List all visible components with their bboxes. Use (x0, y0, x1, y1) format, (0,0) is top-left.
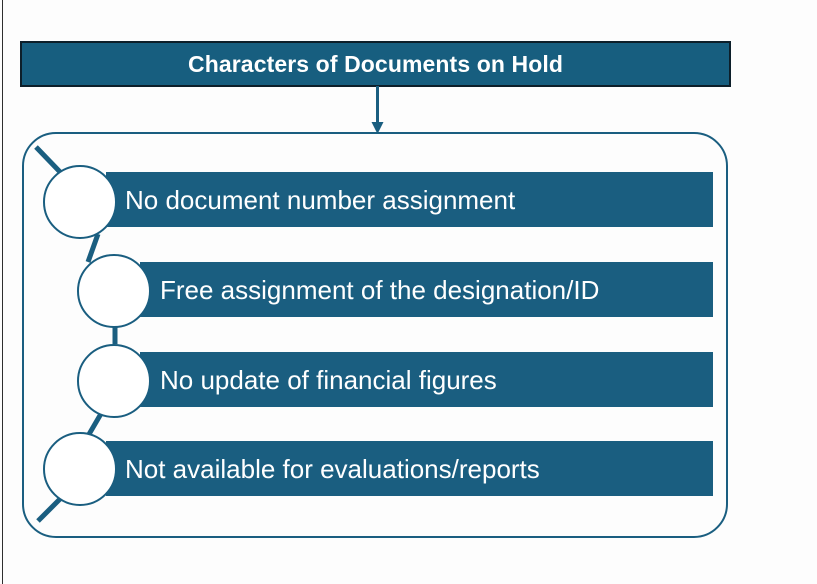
list-item-label: No update of financial figures (160, 364, 497, 395)
page-edge-line (2, 0, 3, 584)
page-title: Characters of Documents on Hold (188, 50, 563, 77)
list-item-label: No document number assignment (125, 184, 516, 215)
rounded-group-container (22, 132, 728, 538)
diagram-title-banner[interactable]: Characters of Documents on Hold (20, 41, 731, 87)
down-arrow-icon (371, 86, 384, 134)
list-item-bullet-3[interactable] (77, 344, 151, 418)
list-item-label: Free assignment of the designation/ID (160, 274, 600, 305)
list-item-bullet-2[interactable] (77, 254, 151, 328)
list-item-bullet-1[interactable] (43, 165, 117, 239)
list-item[interactable]: Free assignment of the designation/ID (140, 262, 713, 317)
list-item-label: Not available for evaluations/reports (125, 453, 540, 484)
list-item[interactable]: Not available for evaluations/reports (106, 441, 713, 496)
list-item-bullet-4[interactable] (43, 432, 117, 506)
list-item[interactable]: No document number assignment (106, 172, 713, 227)
list-item[interactable]: No update of financial figures (140, 352, 713, 407)
